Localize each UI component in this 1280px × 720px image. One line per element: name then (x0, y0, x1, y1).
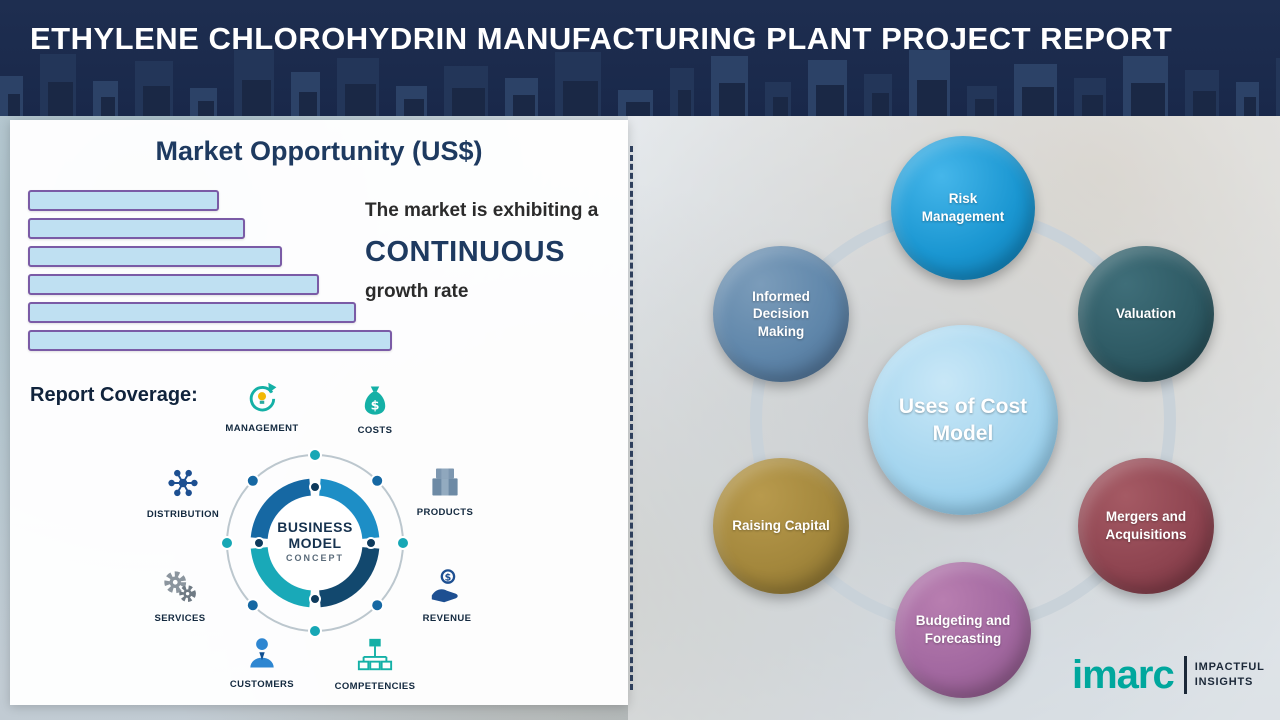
market-opportunity-title: Market Opportunity (US$) (155, 136, 483, 166)
annotation-line-2: CONTINUOUS (365, 236, 565, 268)
distribution-icon (164, 469, 202, 506)
bar (28, 246, 282, 267)
competencies-icon (356, 638, 394, 678)
bm-label: CUSTOMERS (229, 679, 295, 690)
bm-label: SERVICES (154, 613, 206, 624)
city-skyline-graphic (0, 50, 1280, 116)
dashed-divider (630, 146, 633, 690)
header-banner: ETHYLENE CHLOROHYDRIN MANUFACTURING PLAN… (0, 0, 1280, 116)
page-title: ETHYLENE CHLOROHYDRIN MANUFACTURING PLAN… (30, 21, 1173, 56)
svg-text:$: $ (445, 572, 452, 583)
svg-text:$: $ (371, 399, 380, 414)
annotation-line-3: growth rate (365, 281, 469, 302)
bar (28, 190, 220, 211)
bm-item-competencies: COMPETENCIES (315, 636, 435, 692)
imarc-logo: imarc IMPACTFUL INSIGHTS (1072, 655, 1265, 695)
bm-label: COMPETENCIES (334, 681, 416, 692)
growth-annotation: The market is exhibiting a CONTINUOUS gr… (365, 200, 623, 303)
business-model-ring-graphic (220, 448, 410, 638)
bm-item-services: SERVICES (120, 568, 240, 624)
bm-center-line2: MODEL (288, 535, 342, 552)
bar (28, 302, 356, 323)
bm-label: COSTS (357, 425, 393, 436)
bm-item-distribution: DISTRIBUTION (123, 464, 243, 520)
tagline-line1: IMPACTFUL (1194, 661, 1265, 674)
node-raising-capital: Raising Capital (713, 458, 849, 594)
imarc-wordmark: imarc (1072, 653, 1175, 697)
bm-item-revenue: $ REVENUE (387, 568, 507, 624)
node-budgeting-forecasting: Budgeting and Forecasting (895, 562, 1031, 698)
node-valuation: Valuation (1078, 246, 1214, 382)
bm-item-costs: $ COSTS (315, 384, 435, 436)
annotation-line-1: The market is exhibiting a (365, 200, 599, 221)
revenue-icon: $ (428, 569, 466, 610)
left-panel: Market Opportunity (US$) The market is e… (10, 120, 628, 705)
bm-label: DISTRIBUTION (146, 509, 220, 520)
management-icon (244, 382, 280, 420)
node-informed-decision-making: Informed Decision Making (713, 246, 849, 382)
bm-center-line1: BUSINESS (277, 519, 353, 535)
services-icon (161, 571, 199, 610)
costs-icon: $ (358, 386, 392, 422)
bm-item-products: PRODUCTS (385, 464, 505, 518)
bm-label: MANAGEMENT (225, 423, 299, 434)
bm-center-line3: CONCEPT (285, 553, 344, 564)
report-coverage-label: Report Coverage: (30, 384, 198, 406)
logo-tagline: IMPACTFUL INSIGHTS (1195, 660, 1265, 690)
business-model-center-label: BUSINESS MODEL CONCEPT (255, 519, 375, 564)
bm-label: PRODUCTS (416, 507, 474, 518)
bm-item-management: MANAGEMENT (202, 380, 322, 434)
node-mergers-acquisitions: Mergers and Acquisitions (1078, 458, 1214, 594)
bm-item-customers: CUSTOMERS (202, 636, 322, 690)
products-icon (427, 468, 463, 504)
logo-divider (1183, 656, 1187, 694)
bm-label: REVENUE (422, 613, 472, 624)
cost-model-center: Uses of Cost Model (868, 325, 1058, 515)
bar (28, 330, 393, 351)
node-risk-management: Risk Management (891, 136, 1035, 280)
customers-icon (244, 638, 280, 676)
bar-chart (28, 190, 396, 358)
bar (28, 218, 246, 239)
tagline-line2: INSIGHTS (1194, 676, 1254, 688)
bar (28, 274, 319, 295)
